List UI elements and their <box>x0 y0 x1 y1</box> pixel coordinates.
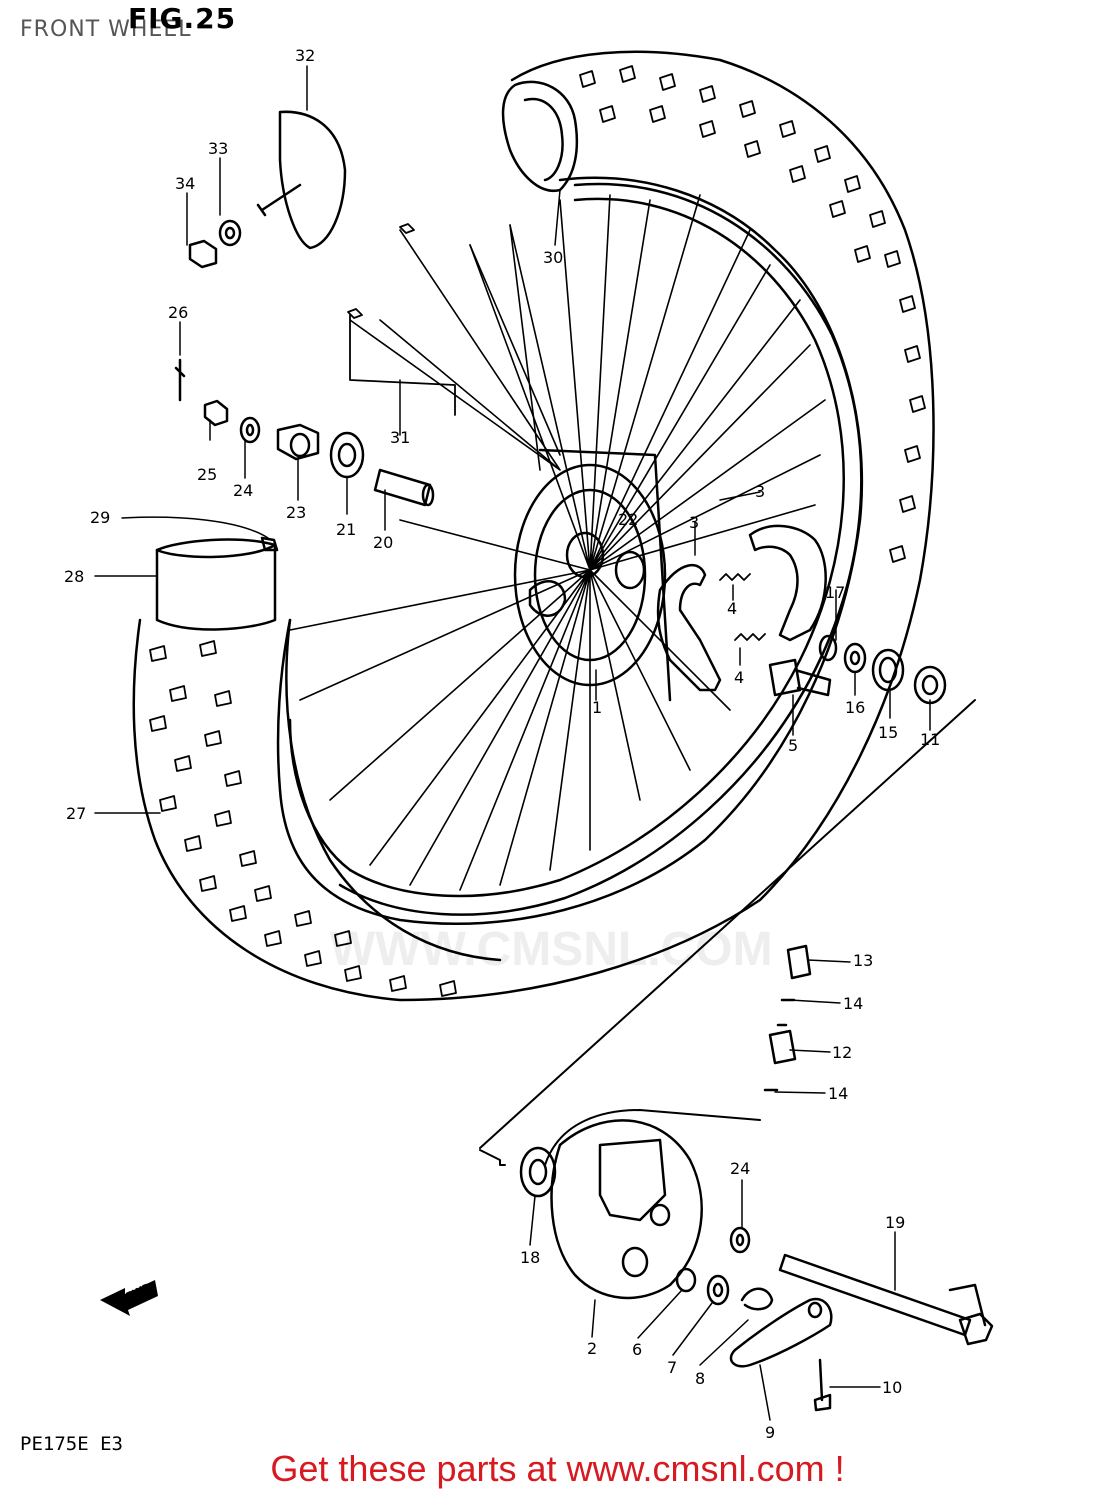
valve-part-29[interactable] <box>260 536 279 552</box>
tire-tube-section-part-30[interactable] <box>501 80 579 193</box>
return-spring-part-8[interactable] <box>740 1287 774 1311</box>
spoke-nipple-part-31[interactable] <box>347 223 456 416</box>
callout-31: 31 <box>390 428 410 447</box>
brake-shoe-part-3[interactable] <box>656 524 827 692</box>
callout-22: 22 <box>618 510 638 529</box>
callout-26: 26 <box>168 303 188 322</box>
callout-5: 5 <box>788 736 798 755</box>
cam-lever-part-9[interactable] <box>729 1297 833 1368</box>
callout-1: 1 <box>592 698 602 717</box>
figure-number: FIG.25 <box>128 2 237 35</box>
washer-part-16[interactable] <box>843 642 867 674</box>
callout-14b: 14 <box>828 1084 848 1103</box>
callout-29: 29 <box>90 508 110 527</box>
callout-20: 20 <box>373 533 393 552</box>
callout-labels: 1 2 3 3 4 4 5 6 7 8 9 10 11 12 13 14 14 … <box>64 46 940 1442</box>
oil-seal-part-6[interactable] <box>675 1267 697 1293</box>
callout-32: 32 <box>295 46 315 65</box>
callout-13: 13 <box>853 951 873 970</box>
callout-4a: 4 <box>727 599 737 618</box>
callout-23: 23 <box>286 503 306 522</box>
washer-part-24-bottom[interactable] <box>729 1226 751 1254</box>
callout-28: 28 <box>64 567 84 586</box>
washer-part-7[interactable] <box>706 1274 730 1306</box>
callout-25: 25 <box>197 465 217 484</box>
callout-17: 17 <box>825 583 845 602</box>
spacer-part-23[interactable] <box>276 423 320 461</box>
callout-30: 30 <box>543 248 563 267</box>
speedometer-gear-part-13[interactable] <box>786 944 812 980</box>
spokes-part-31[interactable] <box>289 194 826 891</box>
oil-seal-part-15[interactable] <box>871 648 905 692</box>
callout-4b: 4 <box>734 668 744 687</box>
axle-part-19[interactable] <box>778 1253 994 1346</box>
callout-3b: 3 <box>689 513 699 532</box>
spacer-tube-part-20[interactable] <box>373 468 435 507</box>
callout-11: 11 <box>920 730 940 749</box>
bolt-part-10[interactable] <box>813 1358 832 1412</box>
model-code: PE175E E3 <box>20 1433 123 1455</box>
callout-15: 15 <box>878 723 898 742</box>
protector-plate-part-32[interactable] <box>256 110 347 250</box>
callout-27: 27 <box>66 804 86 823</box>
brake-cam-part-5[interactable] <box>768 658 832 697</box>
callout-7: 7 <box>667 1358 677 1377</box>
callout-34: 34 <box>175 174 195 193</box>
callout-10: 10 <box>882 1378 902 1397</box>
spring-part-4[interactable] <box>719 573 766 641</box>
cotter-pin-part-26[interactable] <box>174 358 186 402</box>
callout-9: 9 <box>765 1423 775 1442</box>
bearing-part-21[interactable] <box>329 431 365 479</box>
speedometer-drive-part-12[interactable] <box>768 1023 797 1065</box>
leader-lines <box>94 65 931 1421</box>
seal-part-18[interactable] <box>519 1146 557 1198</box>
nut-part-25[interactable] <box>203 399 229 427</box>
callout-19: 19 <box>885 1213 905 1232</box>
tube-part-28[interactable] <box>155 538 277 631</box>
callout-24b: 24 <box>730 1159 750 1178</box>
hub-part-1[interactable] <box>513 448 672 702</box>
callout-14a: 14 <box>843 994 863 1013</box>
promo-link-text[interactable]: Get these parts at www.cmsnl.com ! <box>270 1448 845 1489</box>
bearing-part-11[interactable] <box>913 665 947 705</box>
washer-part-33[interactable] <box>218 219 242 247</box>
nut-part-34[interactable] <box>188 239 218 269</box>
callout-2: 2 <box>587 1339 597 1358</box>
callout-16: 16 <box>845 698 865 717</box>
callout-3a: 3 <box>755 482 765 501</box>
diagram-header-title: FRONT WHEEL <box>20 17 192 42</box>
tire-part-27[interactable] <box>132 50 935 1002</box>
rim <box>288 182 863 916</box>
seal-ring-part-17[interactable] <box>818 634 838 662</box>
washer-part-24-top[interactable] <box>239 416 261 444</box>
callout-33: 33 <box>208 139 228 158</box>
callout-18: 18 <box>520 1248 540 1267</box>
callout-21: 21 <box>336 520 356 539</box>
assembly-bracket-line <box>479 699 976 1166</box>
callout-8: 8 <box>695 1369 705 1388</box>
callout-24a: 24 <box>233 481 253 500</box>
forward-direction-arrow: FWD <box>100 1280 158 1316</box>
callout-12: 12 <box>832 1043 852 1062</box>
callout-6: 6 <box>632 1340 642 1359</box>
